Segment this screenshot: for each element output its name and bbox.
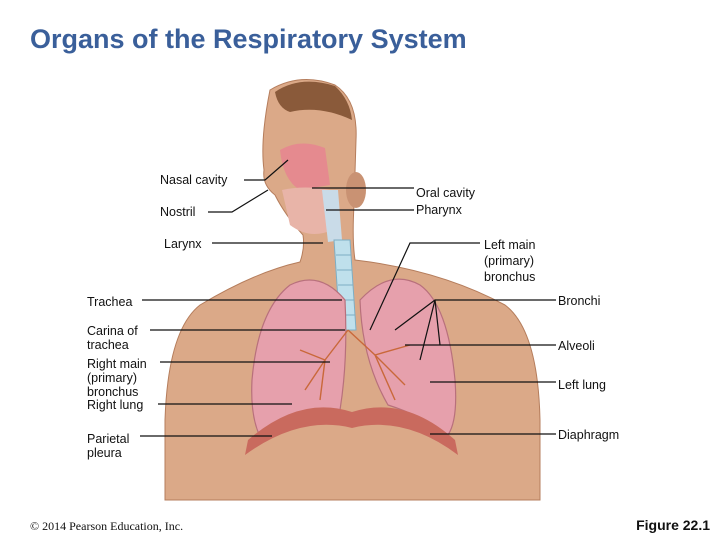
label-nasal-cavity: Nasal cavity xyxy=(160,173,228,187)
label-parietal-pleura: Parietal pleura xyxy=(87,432,130,460)
label-nostril: Nostril xyxy=(160,205,196,219)
bronchial-tree xyxy=(299,329,411,401)
diaphragm-shape xyxy=(245,407,458,455)
copyright-notice: © 2014 Pearson Education, Inc. xyxy=(30,519,184,533)
label-bronchi: Bronchi xyxy=(558,294,601,308)
label-alveoli: Alveoli xyxy=(558,339,595,353)
figure-number: Figure 22.1 xyxy=(636,517,710,533)
label-larynx: Larynx xyxy=(164,237,202,251)
label-right-lung: Right lung xyxy=(87,398,144,412)
left-lung-shape xyxy=(359,278,457,436)
upper-airway xyxy=(280,143,342,242)
leader-lines xyxy=(140,159,556,437)
label-left-lung: Left lung xyxy=(558,378,606,392)
label-diaphragm: Diaphragm xyxy=(558,428,620,442)
label-oral-cavity: Oral cavity xyxy=(416,186,476,200)
page-title: Organs of the Respiratory System xyxy=(30,24,467,54)
label-right-main-bronchus: Right main (primary) bronchus xyxy=(87,357,147,399)
right-lung-shape xyxy=(251,279,347,441)
label-trachea: Trachea xyxy=(87,295,133,309)
label-left-main-bronchus: Left main (primary) bronchus xyxy=(484,238,536,284)
label-pharynx: Pharynx xyxy=(416,203,462,217)
label-carina-of-trachea: Carina of trachea xyxy=(87,324,138,352)
